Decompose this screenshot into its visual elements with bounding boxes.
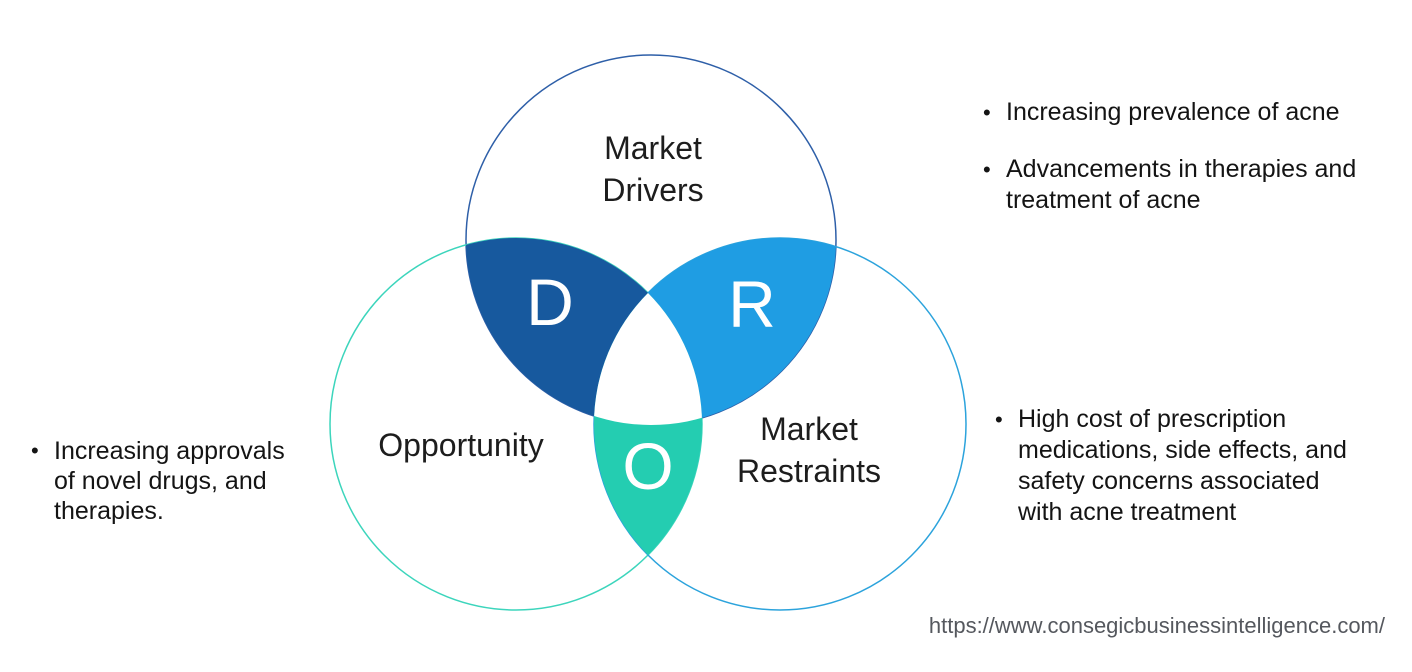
opportunity-circle-label: Opportunity	[378, 427, 544, 463]
bullet-dot-icon: •	[995, 407, 1003, 432]
bullet-dot-icon: •	[983, 157, 991, 182]
drivers-circle-label: Market Drivers	[602, 130, 704, 208]
drivers-bullet-list: • Increasing prevalence of acne • Advanc…	[983, 97, 1403, 216]
source-url: https://www.consegicbusinessintelligence…	[928, 613, 1385, 638]
restraints-bullet-text: High cost of prescription medications, s…	[1018, 405, 1347, 526]
opportunity-bullet-text: Increasing approvals of novel drugs, and…	[54, 437, 285, 525]
bullet-item: • High cost of prescription medications,…	[995, 404, 1395, 528]
opportunity-restraints-overlap-letter: O	[622, 429, 674, 503]
bullet-dot-icon: •	[983, 100, 991, 125]
drivers-bullet-text: Advancements in therapies and treatment …	[1006, 155, 1357, 214]
bullet-item: • Increasing approvals of novel drugs, a…	[31, 436, 341, 526]
drivers-restraints-overlap-letter: R	[728, 267, 776, 341]
drivers-opportunity-overlap-letter: D	[526, 265, 574, 339]
drivers-bullet-text: Increasing prevalence of acne	[1006, 98, 1340, 126]
bullet-dot-icon: •	[31, 438, 39, 463]
opportunity-bullet-list: • Increasing approvals of novel drugs, a…	[31, 436, 341, 526]
bullet-item: • Advancements in therapies and treatmen…	[983, 154, 1403, 216]
restraints-bullet-list: • High cost of prescription medications,…	[995, 404, 1395, 528]
restraints-circle-label: Market Restraints	[736, 411, 882, 489]
bullet-item: • Increasing prevalence of acne	[983, 97, 1403, 128]
